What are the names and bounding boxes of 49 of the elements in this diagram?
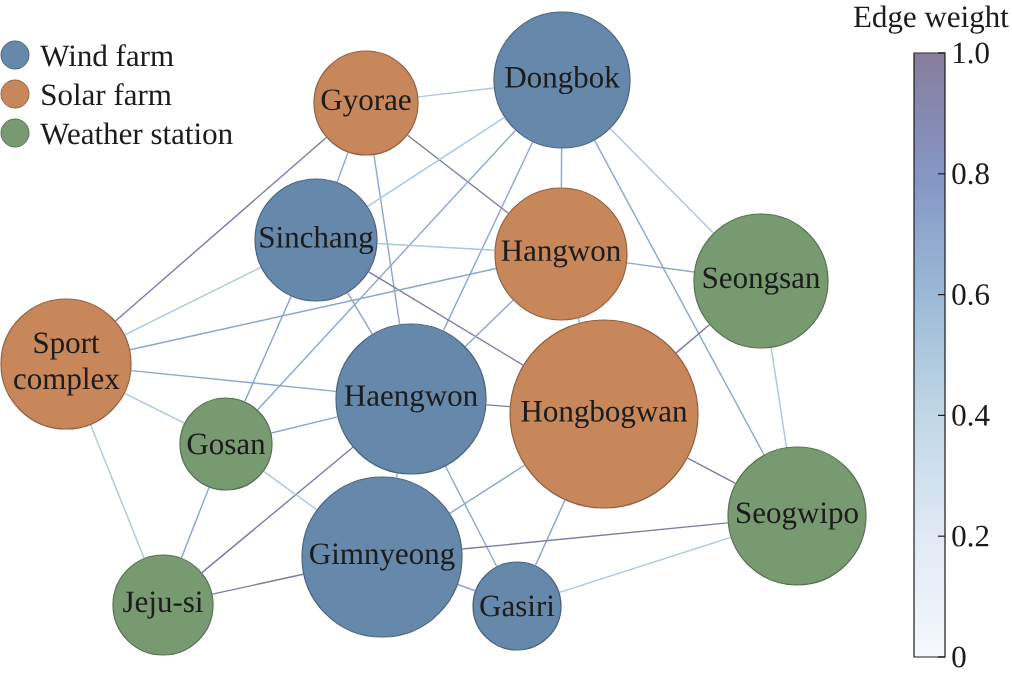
legend-label: Solar farm	[42, 83, 172, 106]
tick-label: 0.4	[952, 404, 990, 426]
connector-line	[560, 147, 563, 189]
connector-line	[464, 299, 514, 348]
connector-line	[609, 128, 715, 234]
connector-line	[114, 136, 327, 322]
tick-label: 0.6	[952, 284, 990, 306]
connector-line	[626, 262, 695, 273]
connector-line	[376, 242, 496, 251]
connector-line	[129, 267, 497, 351]
tick-label: 1.0	[953, 42, 989, 64]
connector-line	[770, 347, 788, 448]
tick-label: 0	[952, 646, 966, 668]
connector-line	[336, 151, 349, 183]
connector-line	[124, 266, 262, 336]
connector-line	[406, 134, 510, 214]
connector-line	[346, 292, 373, 335]
connector-line	[270, 416, 339, 434]
connector-line	[444, 465, 498, 567]
connector-line	[457, 583, 476, 592]
connector-line	[417, 87, 495, 98]
tick-label: 0.2	[952, 525, 989, 547]
connector-line	[180, 486, 210, 559]
connector-line	[593, 139, 765, 456]
connector-line	[89, 424, 145, 559]
connector-line	[442, 141, 534, 332]
connector-line	[461, 522, 729, 550]
connector-line	[675, 324, 711, 354]
connector-line	[577, 317, 581, 324]
connector-line	[686, 457, 737, 485]
colorbar-title: Edge weight	[853, 5, 1009, 34]
connector-line	[211, 573, 304, 595]
connector-line	[201, 446, 354, 574]
connector-line	[130, 369, 337, 393]
connector-line	[395, 472, 399, 479]
connector-line	[124, 392, 186, 424]
legend-label: Wind farm	[40, 44, 174, 67]
legend-label: Weather station	[40, 122, 233, 145]
connector-line	[534, 499, 566, 567]
connector-line	[244, 295, 292, 403]
connector-line	[256, 129, 517, 411]
connector-line	[368, 271, 524, 366]
connector-line	[263, 470, 318, 511]
tick-label: 0.8	[952, 163, 989, 185]
connector-line	[449, 464, 526, 515]
connector-line	[485, 404, 511, 408]
connector-line	[366, 116, 506, 208]
connector-line	[373, 154, 401, 325]
connector-line	[558, 536, 732, 594]
